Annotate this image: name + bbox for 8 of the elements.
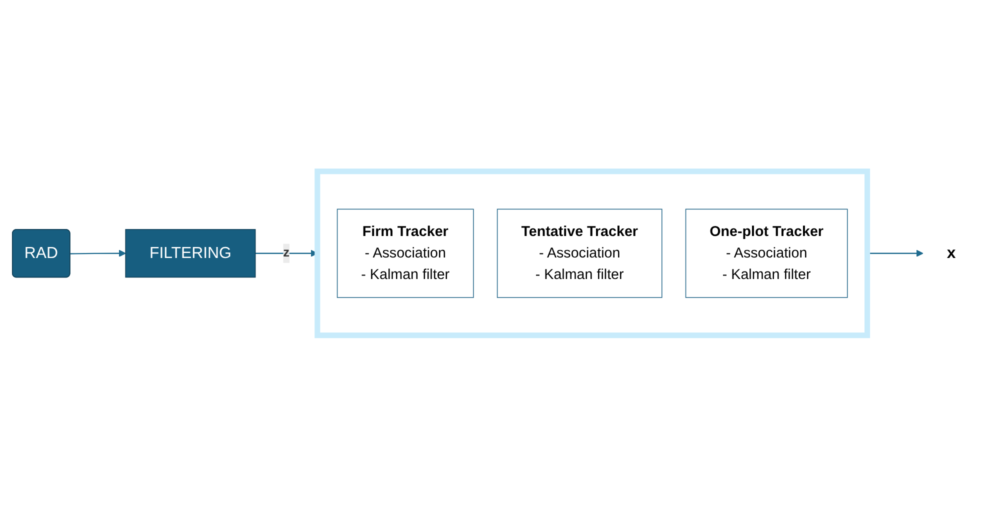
- cluster: [314, 168, 870, 338]
- node-text: x: [946, 244, 956, 262]
- node-box: Firm Tracker - Association - Kalman filter: [336, 208, 474, 298]
- node-box: FILTERING: [125, 229, 256, 278]
- node-box: One-plot Tracker - Association - Kalman filter: [685, 208, 848, 298]
- node-box: Tentative Tracker - Association - Kalman filter: [496, 208, 662, 298]
- arrow: [70, 250, 126, 257]
- edge-label: z: [283, 246, 290, 260]
